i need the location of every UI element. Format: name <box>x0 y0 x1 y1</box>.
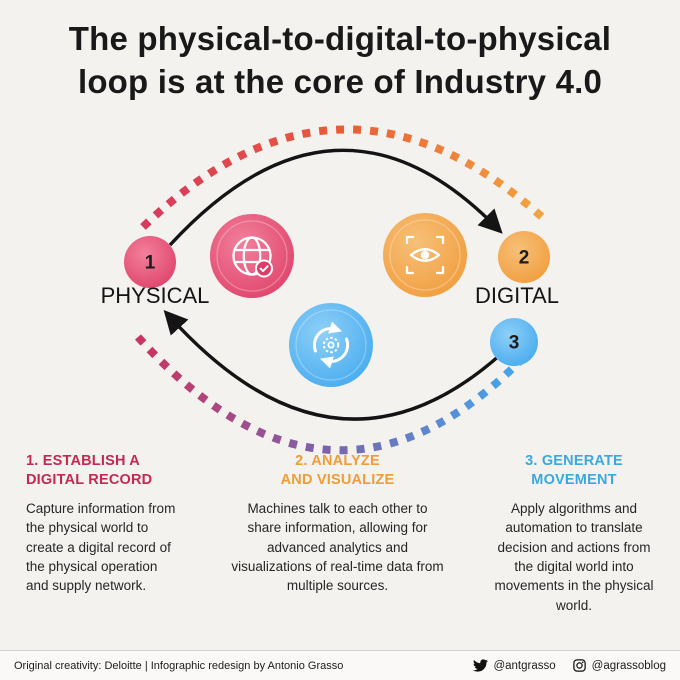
digital-label: DIGITAL <box>475 283 559 308</box>
credit-text: Original creativity: Deloitte | Infograp… <box>14 659 344 672</box>
instagram-handle: @agrassoblog <box>572 658 666 673</box>
node-2-digital: 2 <box>498 231 550 283</box>
node-3-number: 3 <box>509 333 520 354</box>
page-title: The physical-to-digital-to-physical loop… <box>0 18 680 104</box>
title-line-1: The physical-to-digital-to-physical <box>68 20 612 57</box>
node-2-number: 2 <box>519 248 530 269</box>
section-1-body: Capture information from the physical wo… <box>26 500 176 594</box>
section-analyze-visualize: 2. ANALYZE AND VISUALIZE Machines talk t… <box>230 452 445 615</box>
section-1-heading: 1. ESTABLISH A DIGITAL RECORD <box>26 453 153 488</box>
section-3-heading: 3. GENERATE MOVEMENT <box>525 453 623 488</box>
section-2-heading: 2. ANALYZE AND VISUALIZE <box>280 453 395 488</box>
section-3-body: Apply algorithms and automation to trans… <box>494 500 654 613</box>
twitter-handle: @antgrasso <box>473 658 556 673</box>
node-3: 3 <box>490 318 538 366</box>
node-1-number: 1 <box>145 253 156 274</box>
physical-label: PHYSICAL <box>101 283 210 308</box>
shield-check-badge <box>255 259 273 278</box>
bottom-dotted-arc <box>135 334 527 455</box>
eye-scan-icon <box>383 213 467 297</box>
section-establish-digital-record: 1. ESTABLISH A DIGITAL RECORD Capture in… <box>26 452 181 615</box>
instagram-icon <box>572 659 586 672</box>
physical-to-digital-arrow <box>168 148 503 247</box>
social-handles: @antgrasso @agrassoblog <box>473 658 666 673</box>
title-line-2: loop is at the core of Industry 4.0 <box>77 62 603 100</box>
globe-icon <box>210 214 294 298</box>
node-1-physical: 1 <box>124 236 176 288</box>
sync-gear-icon <box>289 303 373 387</box>
section-generate-movement: 3. GENERATE MOVEMENT Apply algorithms an… <box>494 452 654 615</box>
top-dotted-arc <box>140 125 545 230</box>
section-2-body: Machines talk to each other to share inf… <box>231 500 444 594</box>
footer-bar: Original creativity: Deloitte | Infograp… <box>0 650 680 680</box>
loop-diagram: 1 2 3 PHYSICAL DIGITAL <box>101 125 559 455</box>
twitter-handle-text: @antgrasso <box>493 659 556 672</box>
description-columns: 1. ESTABLISH A DIGITAL RECORD Capture in… <box>0 452 680 615</box>
digital-to-physical-arrow <box>163 309 502 421</box>
twitter-icon <box>473 659 489 672</box>
instagram-handle-text: @agrassoblog <box>591 659 666 672</box>
